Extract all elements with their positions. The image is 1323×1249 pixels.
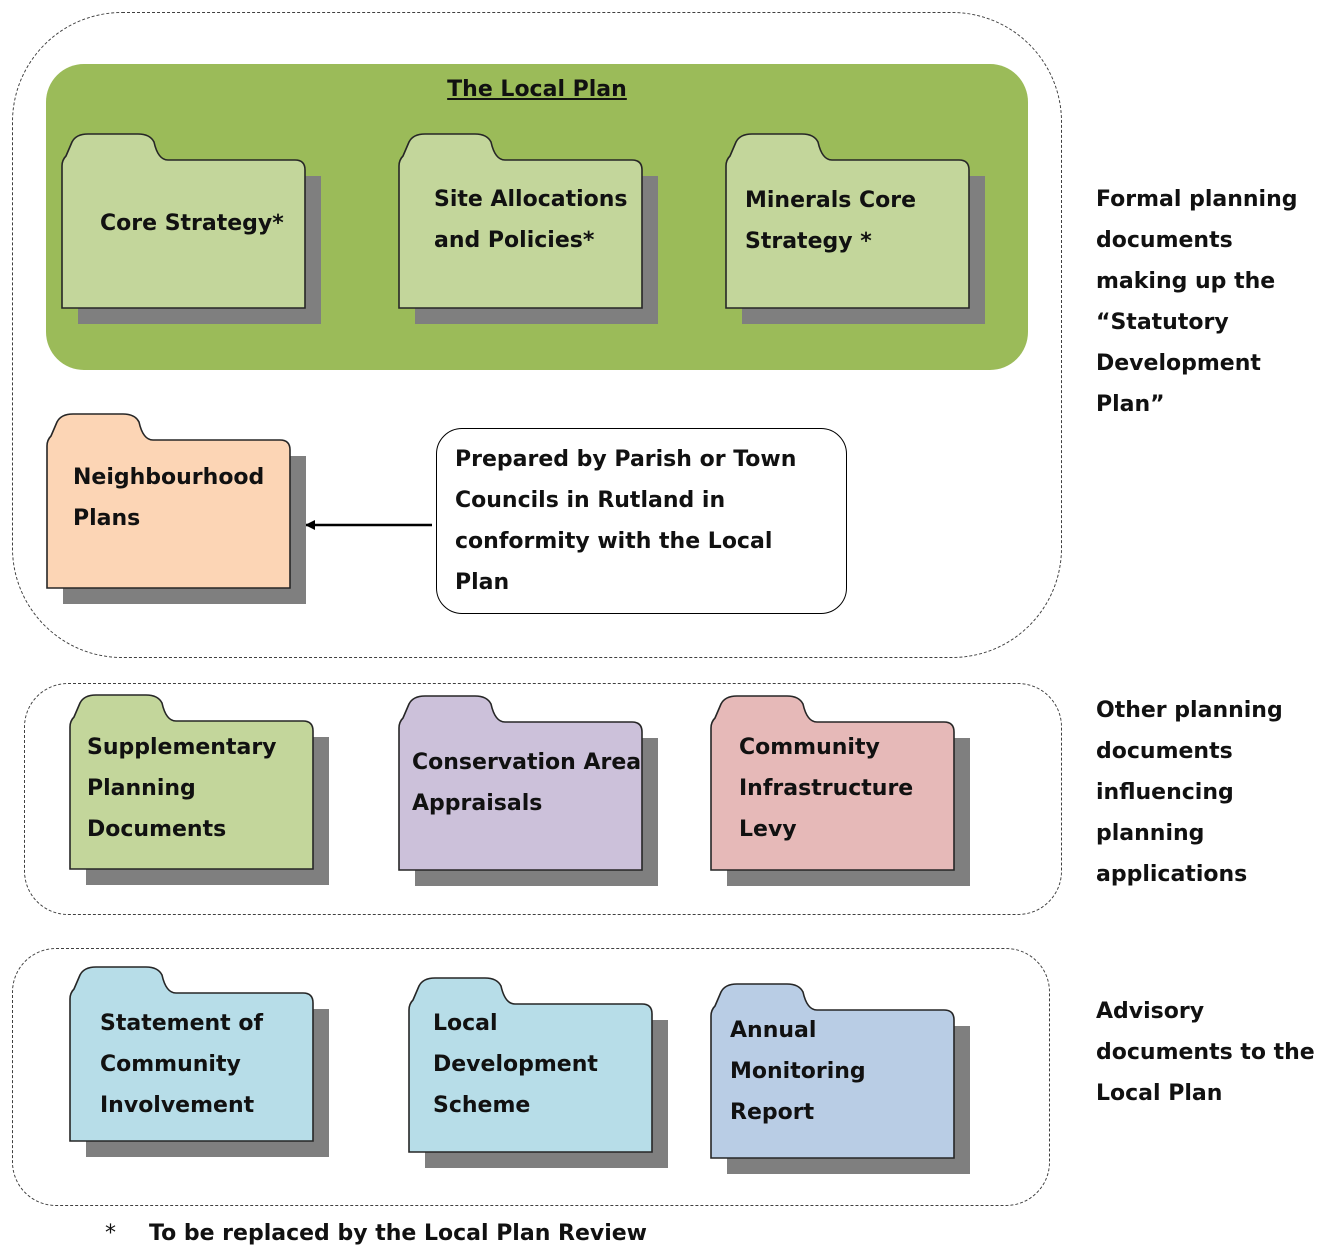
folder-statement-of-community [69,966,329,1157]
label-line: and Policies* [434,228,595,253]
note-line: influencing [1096,780,1234,805]
footnote-text: To be replaced by the Local Plan Review [149,1221,648,1246]
note-line: documents [1096,228,1233,253]
folder-supplementary-planning [69,694,329,885]
folder-body [46,413,291,589]
folder-conservation-area [398,695,658,886]
note-line: “Statutory [1096,310,1229,335]
label-line: Minerals Core [745,188,917,213]
folder-body [710,695,955,871]
folder-annual-monitoring-report [710,983,970,1174]
note-line: documents to the [1096,1040,1315,1065]
note-line: Advisory [1096,999,1205,1024]
label-line: Development [433,1052,598,1077]
folder-label-core-strategy: Core Strategy* [100,203,284,244]
side-note-other: Other planning documents influencing pla… [1096,690,1316,895]
note-line: Other planning [1096,698,1283,723]
local-plan-title: The Local Plan [447,77,627,102]
callout-line: Councils in Rutland in [455,488,726,513]
label-line: Infrastructure [739,776,914,801]
folder-site-allocations [398,133,658,324]
folder-minerals-core-strategy [725,133,985,324]
label-line: Core Strategy* [100,211,284,236]
parish-councils-callout: Prepared by Parish or Town Councils in R… [436,428,847,614]
folder-label-conservation-area: Conservation Area Appraisals [412,742,641,824]
side-note-advisory: Advisory documents to the Local Plan [1096,991,1316,1114]
folder-label-annual-monitoring-report: Annual Monitoring Report [730,1010,866,1133]
folder-label-local-development-scheme: Local Development Scheme [433,1003,598,1126]
folder-core-strategy [61,133,321,324]
callout-text: Prepared by Parish or Town Councils in R… [455,439,825,603]
label-line: Annual [730,1018,817,1043]
note-line: Formal planning [1096,187,1298,212]
folder-label-site-allocations: Site Allocations and Policies* [434,179,628,261]
label-line: Community [100,1052,241,1077]
folder-body [61,133,306,309]
label-line: Monitoring [730,1059,866,1084]
folder-label-supplementary-planning: Supplementary Planning Documents [87,727,277,850]
note-line: documents [1096,739,1233,764]
folder-community-infrastructure-levy [710,695,970,886]
side-note-formal: Formal planning documents making up the … [1096,179,1316,425]
note-line: planning [1096,821,1205,846]
label-line: Site Allocations [434,187,628,212]
note-line: Local Plan [1096,1081,1223,1106]
label-line: Scheme [433,1093,531,1118]
folder-body [398,695,643,871]
folder-label-statement-of-community-involvement: Statement of Community Involvement [100,1003,263,1126]
label-line: Strategy * [745,229,872,254]
folder-neighbourhood-plans [46,413,306,604]
label-line: Supplementary [87,735,277,760]
label-line: Planning [87,776,196,801]
folder-body [408,977,653,1153]
folder-body [69,694,314,870]
folder-body [398,133,643,309]
folder-body [725,133,970,309]
folder-local-development-scheme [408,977,668,1168]
label-line: Statement of [100,1011,264,1036]
footnote-asterisk: * [105,1221,116,1246]
note-line: Development [1096,351,1261,376]
callout-line: Plan [455,570,510,595]
folder-label-minerals-core-strategy: Minerals Core Strategy * [745,180,916,262]
label-line: Involvement [100,1093,255,1118]
footnote: * To be replaced by the Local Plan Review [105,1219,647,1249]
other-documents-group [24,683,1062,915]
note-line: making up the [1096,269,1276,294]
folder-label-neighbourhood-plans: Neighbourhood Plans [73,457,264,539]
label-line: Community [739,735,880,760]
label-line: Neighbourhood [73,465,265,490]
folder-body [69,966,314,1142]
callout-line: Prepared by Parish or Town [455,447,797,472]
note-line: applications [1096,862,1248,887]
label-line: Report [730,1100,815,1125]
advisory-documents-group [12,948,1050,1206]
label-line: Levy [739,817,797,842]
label-line: Local [433,1011,498,1036]
folder-label-community-infrastructure-levy: Community Infrastructure Levy [739,727,913,850]
label-line: Appraisals [412,791,543,816]
statutory-plan-group [12,12,1062,658]
note-line: Plan” [1096,392,1165,417]
label-line: Conservation Area [412,750,642,775]
label-line: Plans [73,506,141,531]
callout-line: conformity with the Local [455,529,773,554]
folder-body [710,983,955,1159]
label-line: Documents [87,817,227,842]
